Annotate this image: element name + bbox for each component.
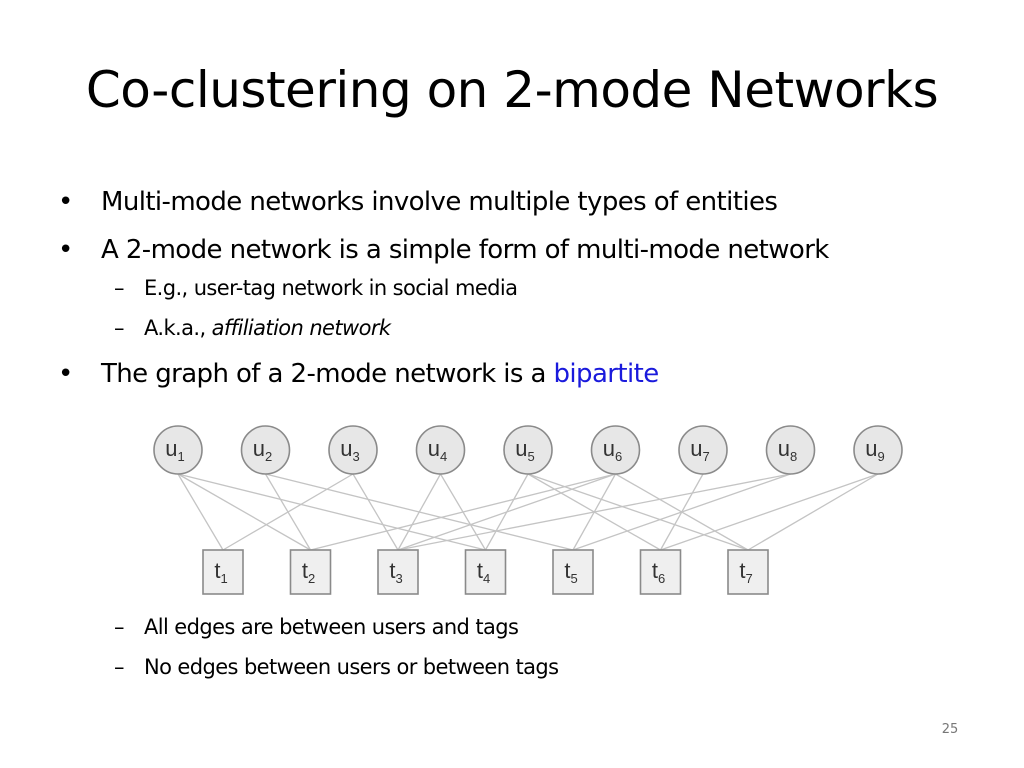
sub-bullet-dash: –	[114, 316, 125, 340]
user-node-label: u4	[428, 436, 447, 464]
user-node-circle	[765, 425, 816, 475]
user-node-u3: u3	[328, 425, 378, 475]
tag-node-box	[639, 549, 682, 595]
user-node-circle	[328, 425, 378, 475]
sub-bullet-item: – A.k.a., affiliation network	[58, 314, 978, 342]
tag-node-label: t2	[302, 558, 315, 586]
bullet-item: • Multi-mode networks involve multiple t…	[58, 186, 978, 218]
sub-bullet-dash: –	[114, 276, 125, 300]
tag-node-t6: t6	[639, 549, 682, 595]
user-node-u9: u9	[853, 425, 903, 475]
tag-node-t2: t2	[289, 549, 332, 595]
bullet-text: A 2-mode network is a simple form of mul…	[101, 235, 829, 265]
edge-u1-t4	[177, 473, 486, 551]
user-node-u5: u5	[503, 425, 553, 475]
sub-bullet-text: E.g., user-tag network in social media	[144, 276, 518, 300]
sub-bullet-list: – All edges are between users and tags –…	[58, 613, 978, 693]
edge-u4-t3	[397, 473, 442, 551]
user-node-label: u7	[690, 436, 709, 464]
user-node-circle	[853, 425, 903, 475]
user-node-label: u3	[340, 436, 359, 464]
user-node-circle	[503, 425, 553, 475]
bullet-item: • A 2-mode network is a simple form of m…	[58, 234, 978, 266]
bullet-dot: •	[58, 235, 73, 265]
user-node-label: u9	[865, 436, 884, 464]
user-node-circle	[678, 425, 728, 475]
tag-node-box	[289, 549, 332, 595]
tag-node-label: t4	[477, 558, 490, 586]
edge-u1-t2	[177, 473, 311, 551]
user-node-label: u1	[165, 436, 184, 464]
edge-u8-t3	[397, 473, 791, 551]
sub-bullet-item: – E.g., user-tag network in social media	[58, 274, 978, 302]
tag-node-box	[464, 549, 507, 595]
tag-node-t5: t5	[552, 549, 594, 595]
sub-bullet-text: All edges are between users and tags	[144, 615, 519, 639]
bullet-list: • Multi-mode networks involve multiple t…	[58, 186, 978, 406]
slide-title: Co-clustering on 2-mode Networks	[85, 61, 939, 119]
sub-bullet-italic-term: affiliation network	[211, 316, 391, 340]
edge-u9-t6	[660, 473, 879, 551]
bullet-text: Multi-mode networks involve multiple typ…	[101, 187, 778, 217]
edge-u6-t2	[310, 473, 616, 551]
tag-node-box	[727, 549, 769, 595]
user-node-circle	[590, 425, 641, 475]
tag-node-label: t5	[564, 558, 577, 586]
bullet-dot: •	[58, 359, 73, 389]
user-node-u2: u2	[240, 425, 291, 475]
user-node-label: u5	[515, 436, 534, 464]
bullet-dot: •	[58, 187, 73, 217]
tag-node-label: t7	[739, 558, 752, 586]
user-node-label: u8	[778, 436, 797, 464]
tag-node-box	[552, 549, 594, 595]
user-node-u7: u7	[678, 425, 728, 475]
edge-u3-t1	[222, 473, 354, 551]
bullet-text: The graph of a 2-mode network is a	[101, 359, 554, 389]
sub-bullet-item: – No edges between users or between tags	[58, 653, 978, 681]
user-node-u4: u4	[415, 425, 466, 475]
tag-node-t4: t4	[464, 549, 507, 595]
user-node-circle	[153, 425, 203, 475]
tag-node-box	[377, 549, 419, 595]
user-node-u1: u1	[153, 425, 203, 475]
bipartite-term: bipartite	[553, 359, 660, 389]
bipartite-graph-diagram: u1 u2 u3 u4 u5 u6 u7 u8 u9 t1 t2 t3 t4 t5 t6 t7	[153, 425, 903, 595]
tag-node-label: t1	[214, 558, 227, 586]
edge-u1-t1	[177, 473, 224, 551]
sub-bullet-item: – All edges are between users and tags	[58, 613, 978, 641]
user-node-circle	[415, 425, 466, 475]
user-node-circle	[240, 425, 291, 475]
edge-u8-t5	[572, 473, 791, 551]
tag-node-box	[202, 549, 244, 595]
tag-node-t3: t3	[377, 549, 419, 595]
edge-u5-t7	[527, 473, 749, 551]
user-node-u6: u6	[590, 425, 641, 475]
sub-bullet-text: A.k.a.,	[144, 316, 212, 340]
user-node-label: u6	[603, 436, 622, 464]
edge-u9-t7	[747, 473, 879, 551]
tag-node-label: t6	[652, 558, 665, 586]
user-node-u8: u8	[765, 425, 816, 475]
bullet-item: • The graph of a 2-mode network is a bip…	[58, 358, 978, 390]
tag-node-t7: t7	[727, 549, 769, 595]
sub-bullet-dash: –	[114, 615, 125, 639]
sub-bullet-text: No edges between users or between tags	[144, 655, 559, 679]
sub-bullet-dash: –	[114, 655, 125, 679]
tag-node-t1: t1	[202, 549, 244, 595]
edge-u3-t3	[352, 473, 399, 551]
user-node-label: u2	[253, 436, 272, 464]
page-number: 25	[941, 722, 959, 737]
tag-node-label: t3	[389, 558, 402, 586]
edge-u6-t3	[397, 473, 616, 551]
